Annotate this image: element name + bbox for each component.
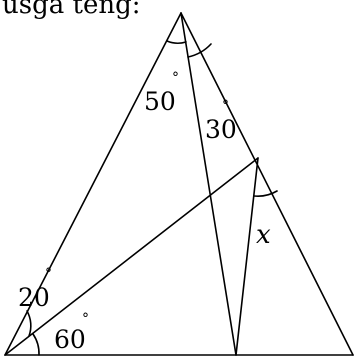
degree-30: ° bbox=[222, 98, 229, 114]
arc-20 bbox=[26, 310, 32, 337]
label-50: 50 bbox=[144, 87, 176, 116]
label-60: 60 bbox=[54, 325, 86, 354]
segment-to-base bbox=[235, 157, 259, 356]
degree-20: ° bbox=[45, 266, 52, 282]
cevian-apex-to-base bbox=[180, 12, 237, 356]
degree-60: ° bbox=[82, 311, 89, 327]
label-x: x bbox=[256, 220, 271, 250]
problem-caption: usga teng: bbox=[2, 0, 141, 20]
arc-60 bbox=[32, 333, 40, 356]
side-right bbox=[180, 12, 354, 356]
arc-50 bbox=[166, 40, 187, 44]
degree-50: ° bbox=[172, 70, 179, 86]
label-20: 20 bbox=[18, 283, 50, 312]
arc-x bbox=[253, 190, 278, 197]
label-30: 30 bbox=[205, 115, 237, 144]
side-left bbox=[4, 12, 182, 356]
arc-30 bbox=[187, 43, 212, 58]
cevian-base-left-to-right-side bbox=[4, 157, 259, 356]
